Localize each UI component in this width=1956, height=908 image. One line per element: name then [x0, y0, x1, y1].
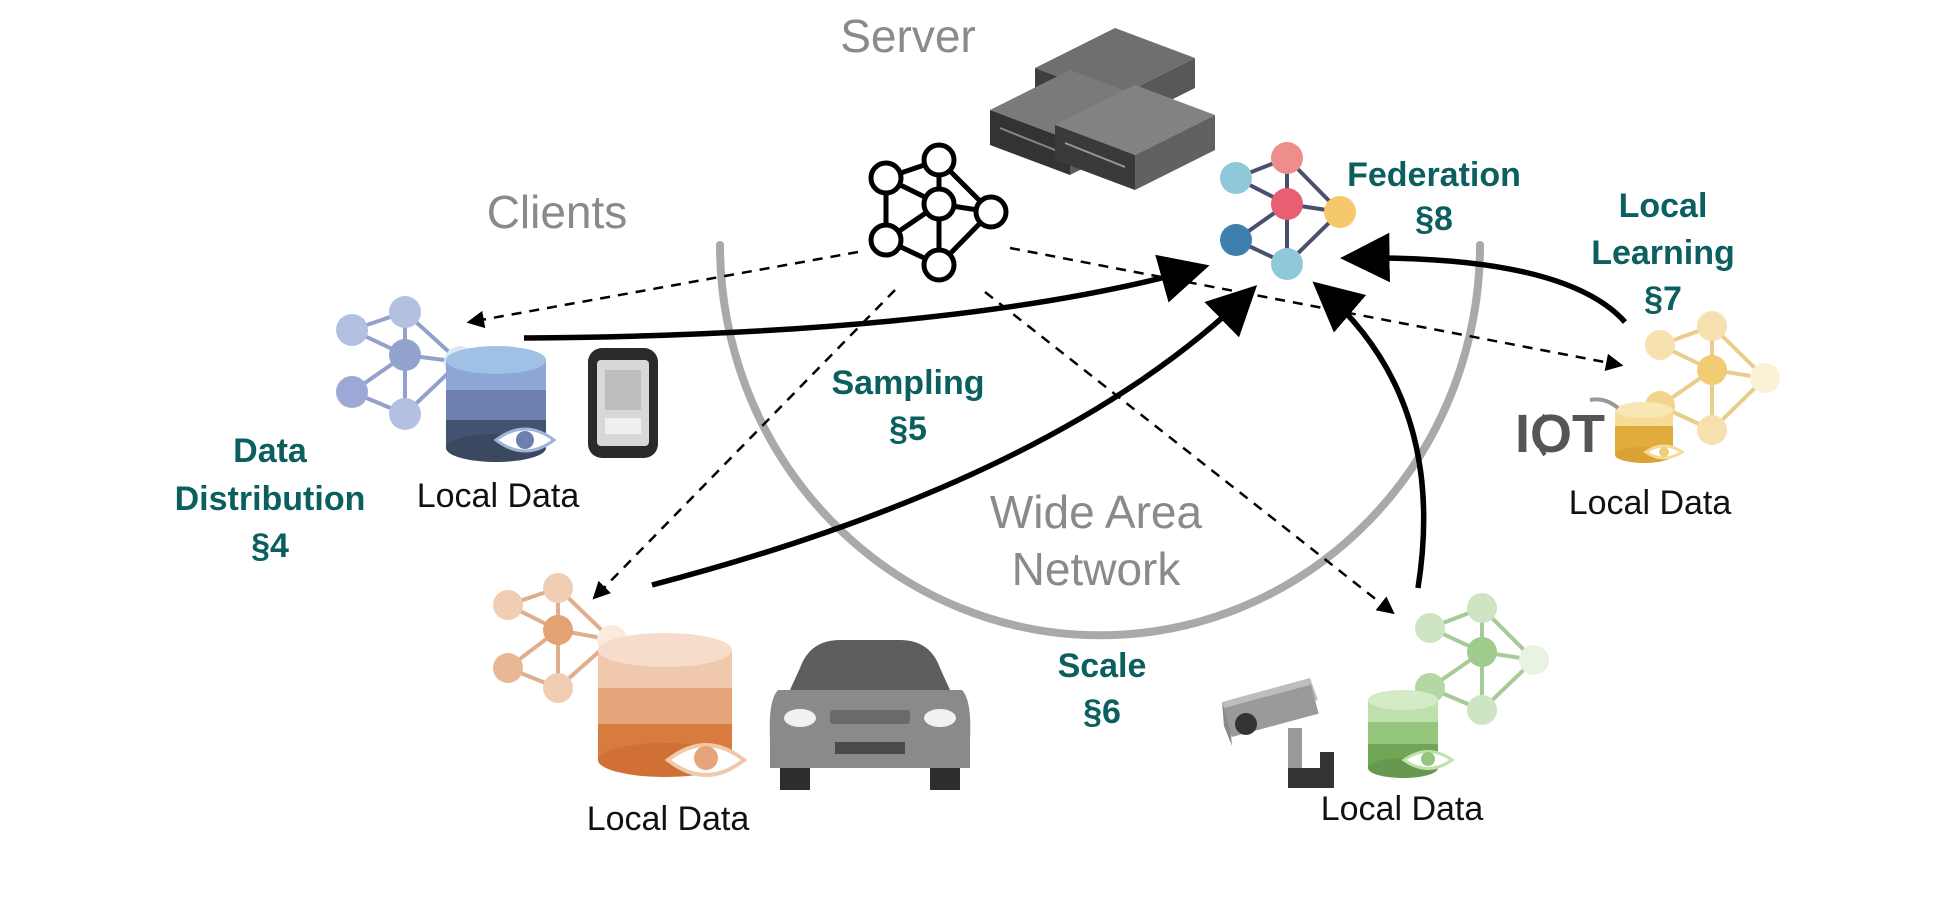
- iot-icon: IOT: [1515, 397, 1620, 464]
- eye-icon: [493, 427, 557, 453]
- eye-icon: [664, 743, 748, 777]
- sampling-section-label: Sampling §5: [831, 364, 984, 448]
- data-distribution-label-line1: Data: [233, 432, 308, 470]
- wide-area-network-arc: [716, 241, 1484, 640]
- security-camera-icon: [1222, 678, 1334, 788]
- yellow-client: IOT Local Data: [1515, 311, 1780, 522]
- federation-section-label: Federation §8: [1347, 156, 1521, 238]
- clients-label: Clients: [487, 186, 628, 238]
- federation-section-number: §8: [1415, 200, 1453, 238]
- wan-label-line2: Network: [1012, 543, 1182, 595]
- server-label: Server: [840, 10, 975, 62]
- smartphone-icon: [588, 348, 658, 458]
- scale-label: Scale: [1058, 647, 1147, 685]
- global-model-outline-icon: [868, 142, 1009, 283]
- update-arrow-from-green-client: [1312, 281, 1427, 589]
- car-icon: [769, 640, 971, 790]
- orange-client-model-icon: [493, 573, 627, 703]
- server-rack-icon: [990, 28, 1215, 190]
- local-learning-section-label: Local Learning §7: [1591, 187, 1735, 318]
- wan-label-line1: Wide Area: [990, 486, 1203, 538]
- sampling-label: Sampling: [831, 364, 984, 402]
- local-learning-section-number: §7: [1644, 280, 1682, 318]
- iot-label: IOT: [1515, 404, 1605, 464]
- data-distribution-label-line2: Distribution: [175, 480, 366, 518]
- eye-icon: [1643, 444, 1685, 460]
- blue-client: Local Data: [336, 296, 658, 515]
- scale-section-label: Scale §6: [1058, 647, 1147, 731]
- update-arrow-from-orange-client: [651, 285, 1258, 588]
- dashed-arrow-to-green-client: [984, 291, 1395, 615]
- dashed-arrow-to-blue-client: [466, 250, 859, 329]
- data-distribution-section-number: §4: [251, 527, 289, 565]
- data-distribution-section-label: Data Distribution §4: [175, 432, 366, 565]
- yellow-client-model-icon: [1645, 311, 1780, 445]
- local-data-label: Local Data: [587, 800, 750, 838]
- federated-model-icon: [1220, 142, 1356, 280]
- local-data-label: Local Data: [1321, 790, 1484, 828]
- local-learning-label-line1: Local: [1619, 187, 1708, 225]
- update-arrow-from-yellow-client: [1340, 232, 1628, 324]
- model-update-arrows: [523, 232, 1628, 589]
- sampling-section-number: §5: [889, 410, 927, 448]
- update-arrow-from-blue-client: [523, 254, 1210, 341]
- local-data-label: Local Data: [1569, 484, 1732, 522]
- federation-label: Federation: [1347, 156, 1521, 194]
- local-learning-label-line2: Learning: [1591, 234, 1735, 272]
- orange-client: Local Data: [493, 573, 971, 838]
- local-data-label: Local Data: [417, 477, 580, 515]
- dashed-arrow-to-yellow-client: [1009, 246, 1624, 371]
- green-client: Local Data: [1222, 593, 1549, 828]
- scale-section-number: §6: [1083, 693, 1121, 731]
- yellow-database-icon: [1615, 402, 1673, 463]
- eye-icon: [1401, 750, 1455, 770]
